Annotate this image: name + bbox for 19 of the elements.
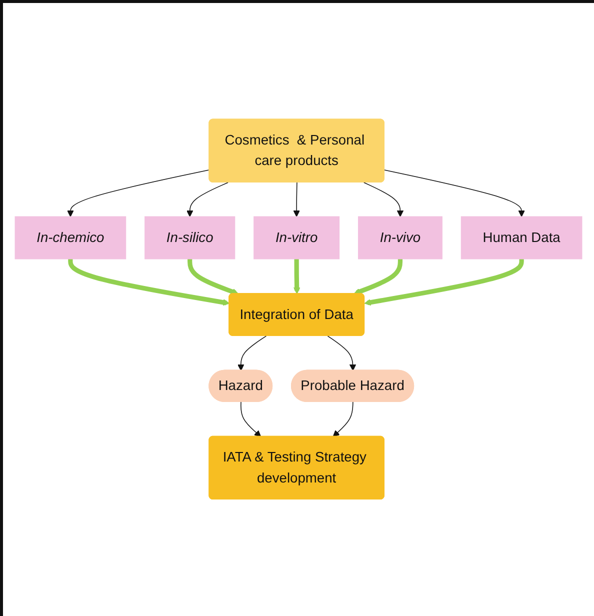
arrow (354, 259, 403, 296)
arrow (293, 182, 300, 218)
arrow (240, 402, 262, 438)
arrow (364, 259, 524, 306)
node-box: In-chemico (14, 216, 126, 260)
node-box: In-silico (144, 216, 236, 260)
node-box: Human Data (460, 216, 582, 260)
arrow (68, 259, 230, 306)
arrow (384, 170, 525, 218)
arrow (188, 259, 239, 296)
node-box: In-vitro (254, 216, 340, 260)
arrow (237, 336, 267, 372)
arrow (67, 170, 210, 218)
arrow (293, 259, 300, 294)
arrow (327, 336, 356, 372)
arrow (186, 182, 228, 218)
node-box: In-vivo (358, 216, 442, 260)
arrow (364, 182, 404, 218)
arrow (332, 402, 354, 438)
